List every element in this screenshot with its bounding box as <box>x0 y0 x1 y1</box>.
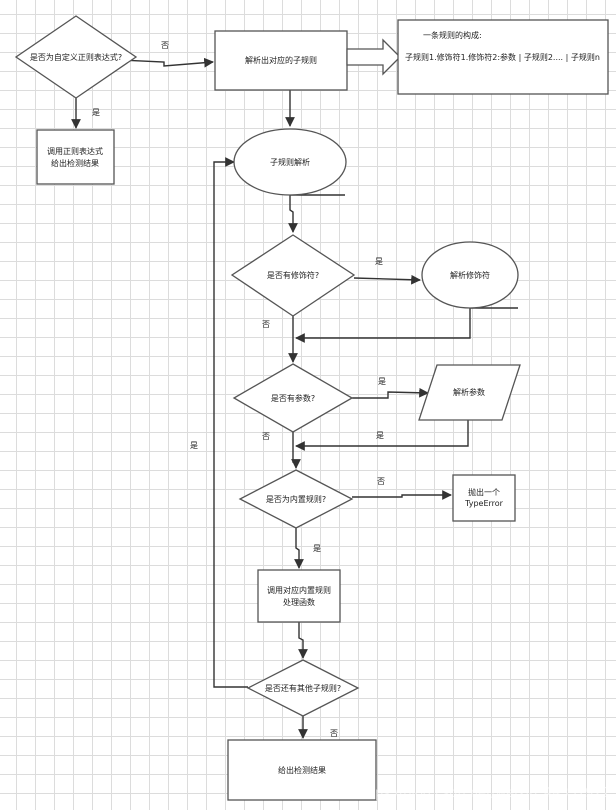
label-modifier-no: 否 <box>262 320 270 329</box>
block-arrow <box>346 38 401 76</box>
label-param-return: 是 <box>376 431 384 440</box>
edge-builtin-to-more <box>298 622 308 659</box>
node-throw-error: 抛出一个 TypeError <box>452 474 516 522</box>
node-is-builtin-label: 是否为内置规则? <box>266 494 326 504</box>
edge-loop-yes <box>213 157 248 688</box>
node-parse-modifier: 解析修饰符 <box>421 241 519 309</box>
edge-builtin-no <box>352 490 452 500</box>
edge-param-yes <box>352 387 429 399</box>
label-modifier-yes: 是 <box>375 257 383 266</box>
node-throw-error-line1: 抛出一个 <box>468 487 500 497</box>
node-rule-definition: 一条规则的构成: 子规则1.修饰符1.修饰符2:参数 | 子规则2.... | … <box>397 19 609 95</box>
label-more-no: 否 <box>330 729 338 738</box>
node-has-modifier: 是否有修饰符? <box>230 234 356 317</box>
edge-custom-to-parse <box>120 57 214 68</box>
label-loop-yes: 是 <box>190 441 198 450</box>
node-has-param: 是否有参数? <box>232 363 354 433</box>
node-is-custom-regex-label: 是否为自定义正则表达式? <box>30 52 122 62</box>
node-has-more: 是否还有其他子规则? <box>246 659 360 717</box>
label-builtin-no: 否 <box>377 477 385 486</box>
node-subrule-parse-label: 子规则解析 <box>270 157 310 167</box>
node-call-regex: 调用正则表达式 给出检测结果 <box>36 129 115 185</box>
edge-builtin-yes <box>294 528 304 569</box>
label-custom-no: 否 <box>161 41 169 50</box>
node-is-builtin: 是否为内置规则? <box>238 469 354 529</box>
node-result-label: 给出检测结果 <box>278 765 326 775</box>
label-builtin-yes: 是 <box>313 544 321 553</box>
edge-param-no <box>291 432 301 469</box>
node-parse-subrules: 解析出对应的子规则 <box>214 30 348 91</box>
node-call-builtin: 调用对应内置规则 处理函数 <box>257 569 341 623</box>
node-call-regex-line2: 给出检测结果 <box>51 158 99 168</box>
node-parse-modifier-label: 解析修饰符 <box>450 270 490 280</box>
connectors <box>71 57 518 739</box>
node-throw-error-line2: TypeError <box>464 499 504 508</box>
label-param-yes: 是 <box>378 377 386 386</box>
node-has-param-label: 是否有参数? <box>271 393 315 403</box>
label-custom-yes: 是 <box>92 108 100 117</box>
node-is-custom-regex: 是否为自定义正则表达式? <box>14 15 138 99</box>
node-parse-param-label: 解析参数 <box>453 387 485 397</box>
node-has-modifier-label: 是否有修饰符? <box>267 270 319 280</box>
watermark: https://blog.csdn.net/weixin_44337922 <box>356 786 610 801</box>
edge-labels: 否 是 是 否 是 否 是 否 是 是 否 <box>92 41 386 738</box>
edge-subrule-to-modifier <box>290 194 345 232</box>
node-result: 给出检测结果 <box>227 739 377 801</box>
node-call-builtin-line1: 调用对应内置规则 <box>267 585 331 595</box>
node-call-regex-line1: 调用正则表达式 <box>47 146 103 156</box>
edge-modifier-yes <box>353 274 421 285</box>
edge-param-return <box>295 420 469 451</box>
node-parse-subrules-label: 解析出对应的子规则 <box>245 55 317 65</box>
node-subrule-parse: 子规则解析 <box>233 128 347 196</box>
node-parse-param: 解析参数 <box>418 364 521 421</box>
label-param-no: 否 <box>262 432 270 441</box>
edge-modifier-return <box>296 307 518 338</box>
node-call-builtin-line2: 处理函数 <box>283 597 315 607</box>
node-rule-definition-title: 一条规则的构成: <box>423 30 482 40</box>
node-rule-definition-body: 子规则1.修饰符1.修饰符2:参数 | 子规则2.... | 子规则n <box>405 52 600 62</box>
node-has-more-label: 是否还有其他子规则? <box>265 683 341 693</box>
